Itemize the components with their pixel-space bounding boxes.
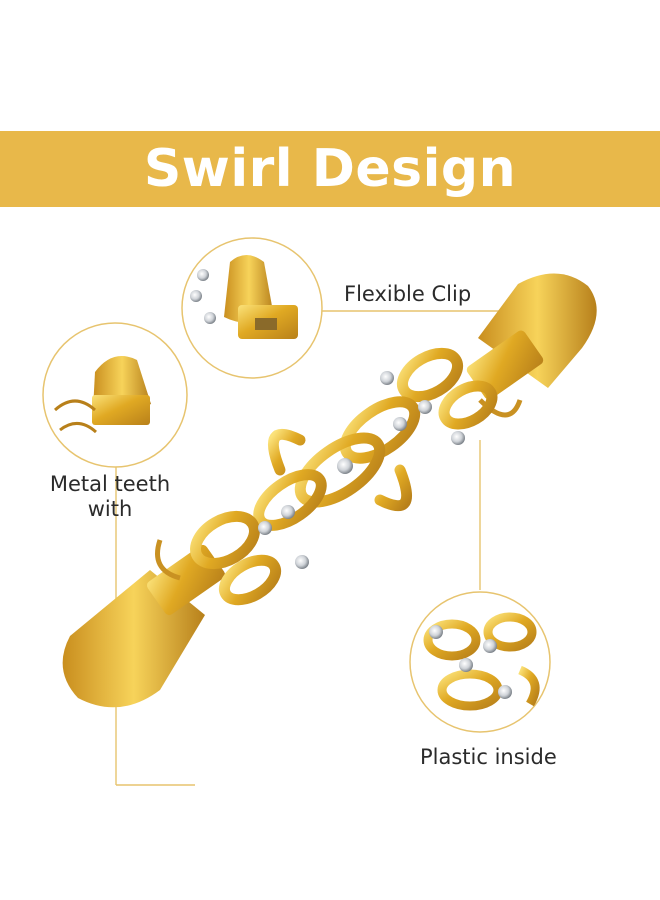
top-clip <box>478 273 597 388</box>
detail-circle-plastic-inside <box>409 591 551 733</box>
detail-circle-flexible-clip <box>181 237 323 379</box>
banner-title: Swirl Design <box>143 139 517 199</box>
title-banner: Swirl Design <box>0 131 660 207</box>
callout-metal-teeth: Metal teeth with <box>20 472 200 522</box>
callout-flexible-clip: Flexible Clip <box>344 282 472 306</box>
callout-metal-teeth-line1: Metal teeth <box>49 472 171 496</box>
detail-circle-metal-teeth <box>42 322 188 468</box>
main-clip-product <box>62 273 597 708</box>
callout-metal-teeth-line2: with <box>87 497 133 521</box>
callout-plastic-inside: Plastic inside <box>420 745 557 769</box>
